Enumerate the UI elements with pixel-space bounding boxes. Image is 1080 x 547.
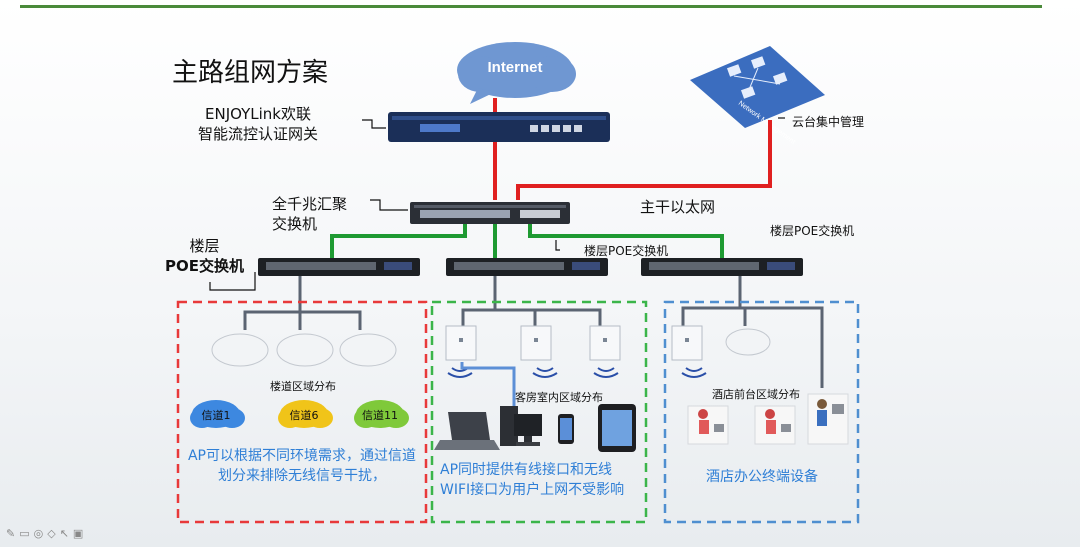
channel-label-11: 信道11 [362,408,398,422]
poe-left-label-line2: POE交换机 [165,257,244,275]
label-brackets [209,117,785,291]
zone-room-title: 客房室内区域分布 [515,391,603,404]
header-line [20,5,1042,8]
zone-corridor-note: AP可以根据不同环境需求，通过信道划分来排除无线信号干扰， [187,448,417,484]
smartphone-icon [558,414,574,444]
channel-cloud-11 [354,400,409,428]
zone-corridor-title: 楼道区域分布 [270,380,336,393]
gateway-label: ENJOYLink欢联 智能流控认证网关 [198,104,318,144]
slides-icon[interactable]: ▭ [19,527,34,540]
poe-switch-middle [446,258,608,276]
poe-switch-left [258,258,420,276]
core-switch-label: 全千兆汇聚 交换机 [272,194,347,234]
channel-cloud-1 [190,400,245,428]
laptop-icon [434,412,500,450]
cloud-management-label: 云台集中管理 [792,115,865,129]
poe-left-label: 楼层 POE交换机 [165,236,244,276]
zone-office-title: 酒店前台区域分布 [712,388,800,401]
wall-panel-ap-icons [445,325,703,361]
channel-cloud-6 [278,400,333,428]
backbone-label: 主干以太网 [640,198,716,216]
tablet-icon [598,404,636,452]
cloud-management-panel [690,46,825,128]
channel-label-1: 信道1 [202,408,231,422]
poe-middle-label: 楼层POE交换机 [584,244,669,258]
green-links [330,224,724,258]
poe-left-label-line1: 楼层 [189,237,220,255]
internet-label: Internet [487,59,542,76]
slideshow-toolbar[interactable]: ✎▭◎◇↖▣ [6,527,87,540]
core-switch-label-line2: 交换机 [272,215,318,233]
red-links [493,98,772,200]
internet-cloud [457,42,576,104]
ceiling-ap-icons [211,328,771,367]
core-switch-device [410,202,570,224]
zone-office-border [663,300,860,524]
zone-corridor-border [176,300,428,524]
zone-room-border [430,300,648,524]
desktop-pc-icon [500,406,542,446]
gateway-label-line1: ENJOYLink欢联 [205,105,311,123]
zone-room-note: AP同时提供有线接口和无线WIFI接口为用户上网不受影响 [440,462,625,498]
eraser-icon[interactable]: ◇ [47,527,60,540]
poe-switch-right [641,258,803,276]
zoom-icon[interactable]: ◎ [33,527,48,540]
screen-icon[interactable]: ▣ [72,527,88,540]
pen-icon[interactable]: ✎ [6,527,20,540]
poe-right-label: 楼层POE交换机 [770,224,855,238]
zone-office-note: 酒店办公终端设备 [706,469,818,485]
gateway-label-line2: 智能流控认证网关 [198,125,319,143]
pointer-icon[interactable]: ↖ [59,527,73,540]
page-title: 主路组网方案 [172,58,329,88]
channel-label-6: 信道6 [290,408,319,422]
wired-cable [460,362,516,408]
office-worker-icons [687,393,849,445]
wifi-signal-icons [447,367,707,378]
gateway-device [388,112,610,142]
core-switch-label-line1: 全千兆汇聚 [272,195,348,213]
